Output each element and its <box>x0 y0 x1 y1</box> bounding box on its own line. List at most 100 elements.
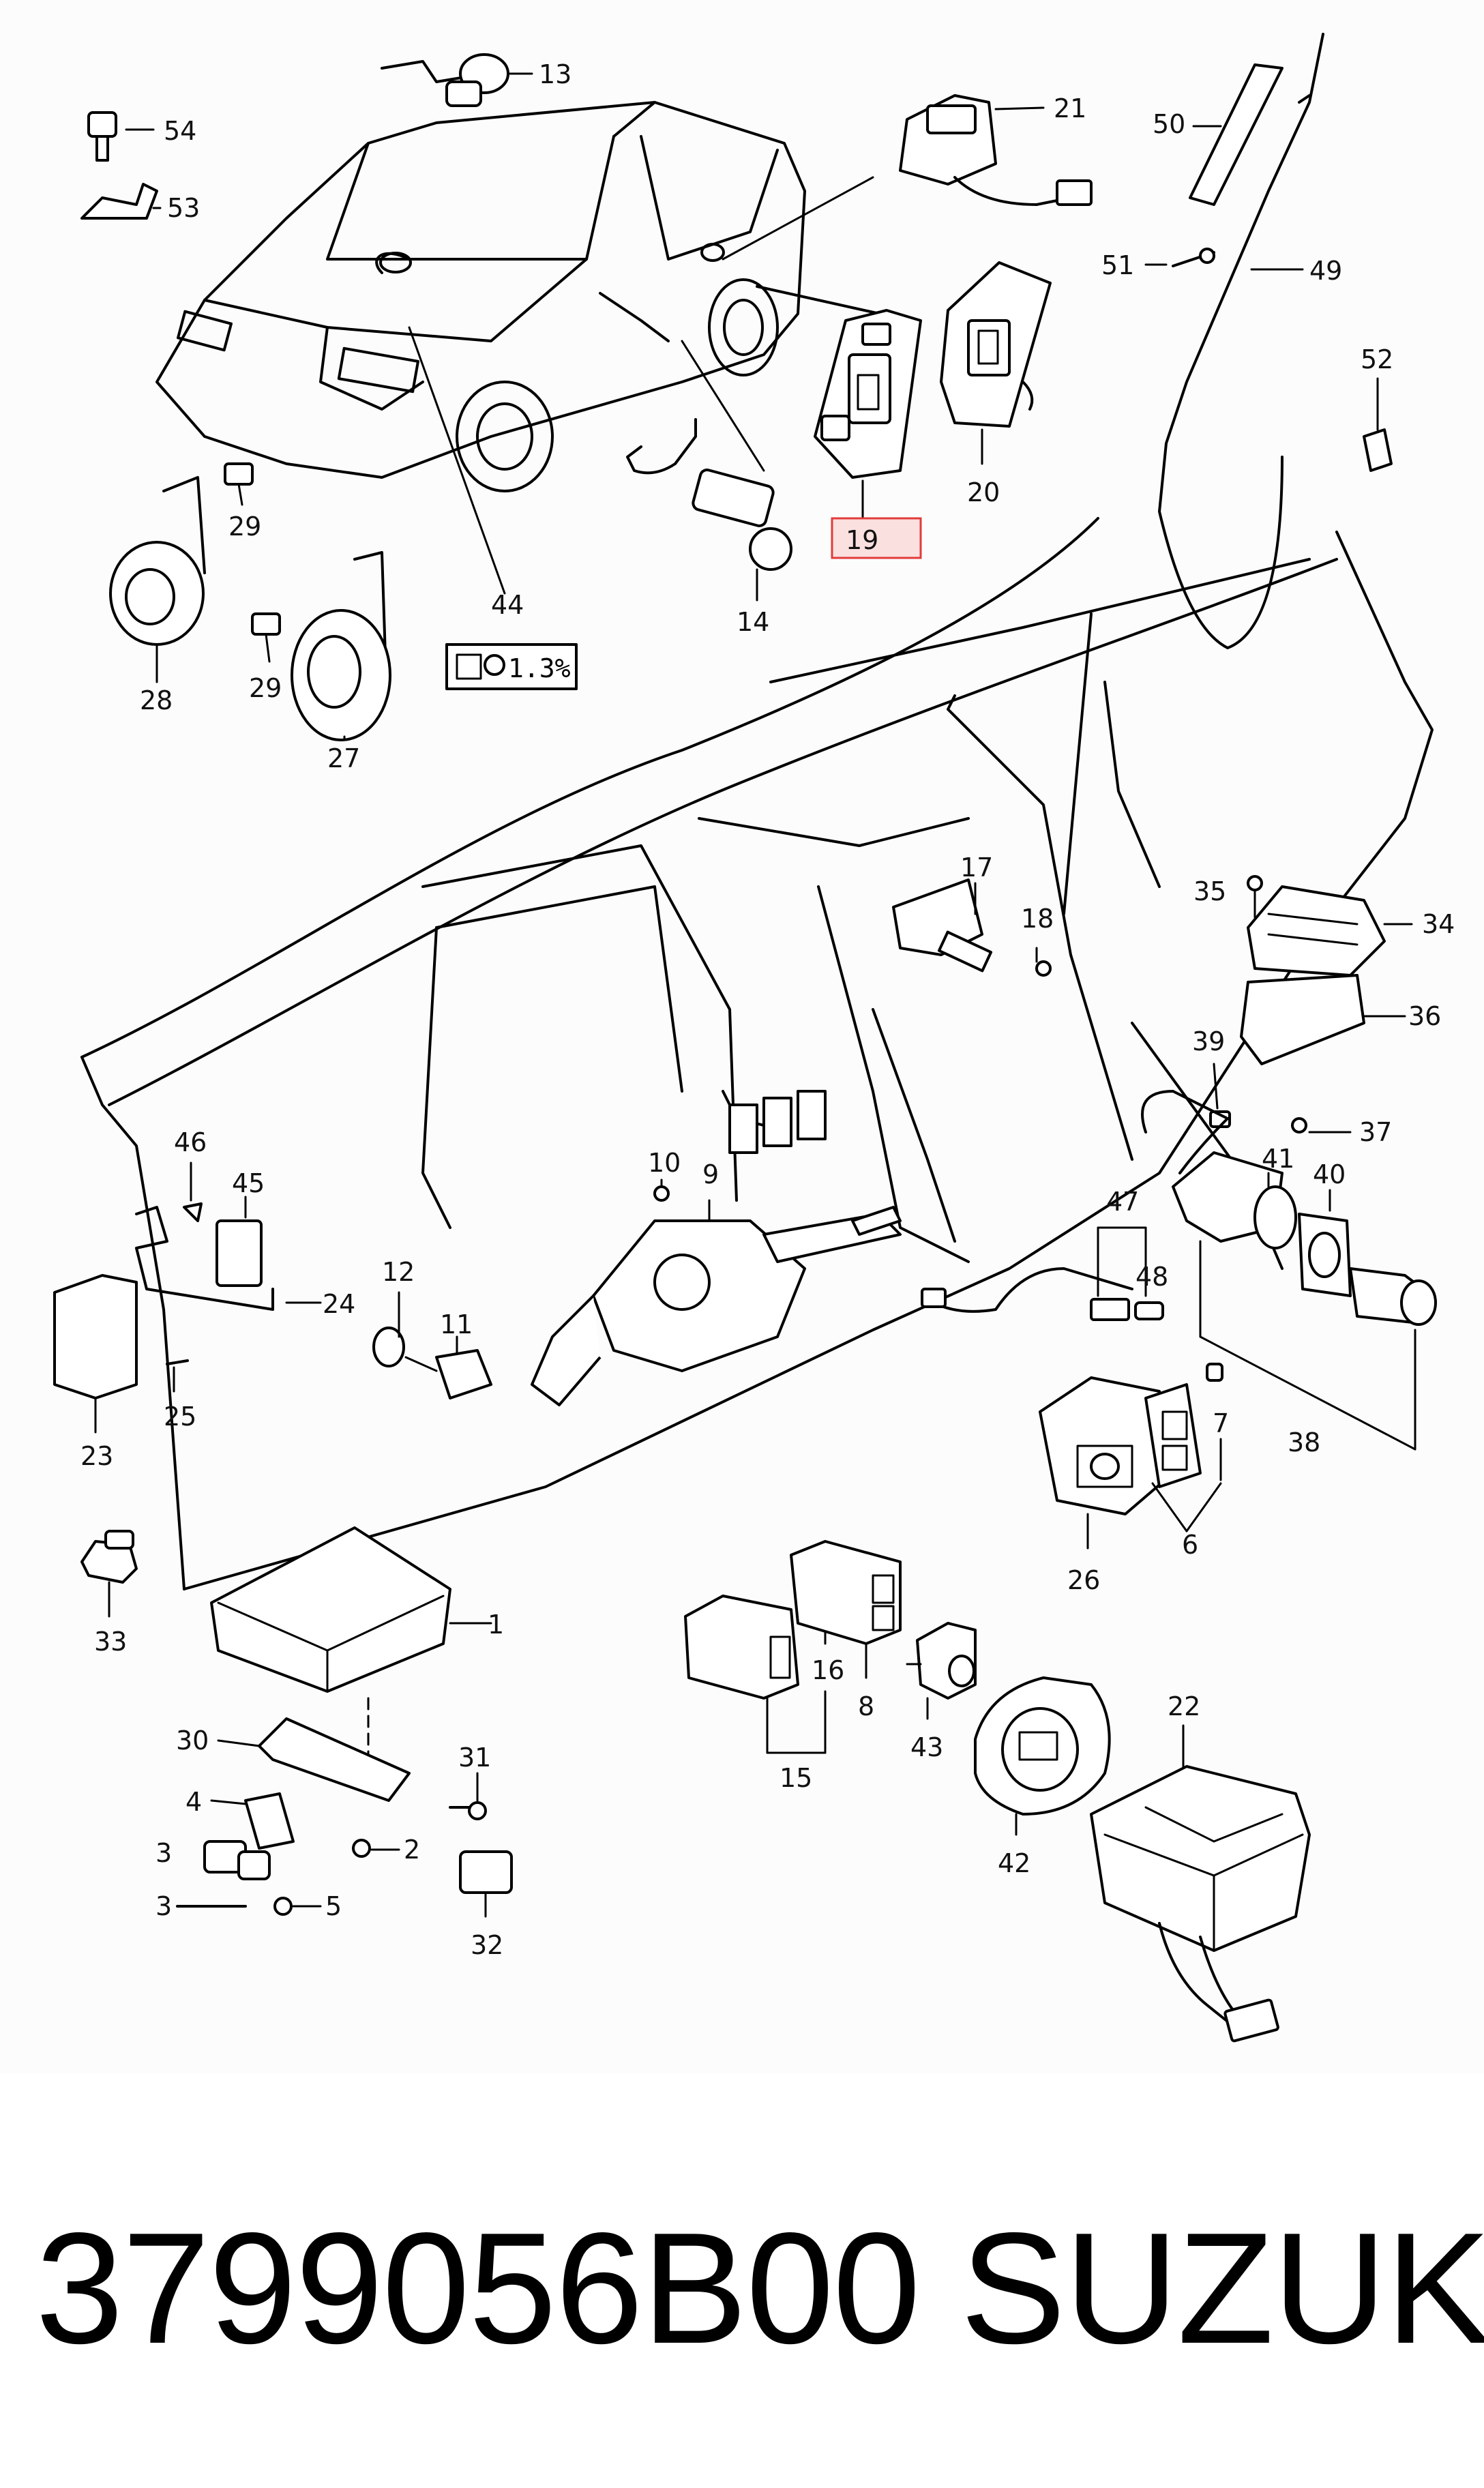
callout-48: 48 <box>1136 1262 1168 1292</box>
part-41-ignition-cylinder <box>1141 1090 1297 1249</box>
part-53-bracket <box>80 183 162 220</box>
callout-38: 38 <box>1288 1427 1320 1457</box>
callout-42: 42 <box>998 1848 1030 1878</box>
part-54-bolt <box>87 111 155 162</box>
callout-53: 53 <box>167 193 200 223</box>
part-1-control-module <box>210 1526 492 1768</box>
leader-44 <box>408 326 506 595</box>
callout-21: 21 <box>1054 93 1086 123</box>
callout-24: 24 <box>323 1289 355 1319</box>
part-48-bulb <box>1134 1301 1164 1320</box>
part-10-screw <box>653 1179 670 1202</box>
callout-16: 16 <box>812 1655 844 1685</box>
part-25-screw <box>166 1359 189 1393</box>
part-35-screw <box>1247 875 1263 919</box>
part-6-switch <box>1144 1383 1222 1532</box>
callout-29-a: 29 <box>228 512 261 542</box>
callout-4: 4 <box>186 1787 202 1817</box>
part-15-switch <box>684 1595 827 1754</box>
part-29-screw-a <box>224 462 254 506</box>
part-24-bracket <box>135 1206 322 1311</box>
callout-5: 5 <box>325 1891 342 1921</box>
callout-18: 18 <box>1021 904 1054 934</box>
part-2-screw <box>352 1839 400 1858</box>
leader-21 <box>722 176 874 261</box>
part-27-horn <box>291 551 391 741</box>
callout-34: 34 <box>1422 909 1455 939</box>
callout-10: 10 <box>648 1148 681 1178</box>
callout-19: 19 <box>846 525 878 555</box>
callout-23: 23 <box>80 1441 113 1471</box>
part-40-gasket <box>1298 1189 1352 1297</box>
part-18-screw <box>1035 947 1052 977</box>
exploded-parts-drawing: 13 54 53 29 28 29 27 <box>53 33 1455 2043</box>
callout-33: 33 <box>94 1627 127 1657</box>
callout-6: 6 <box>1182 1530 1198 1560</box>
part-44-label-panel: 1.3% <box>445 643 578 690</box>
callout-40: 40 <box>1313 1159 1346 1189</box>
footer <box>0 2073 1484 2488</box>
part-13-sensor <box>381 53 533 107</box>
callout-32: 32 <box>471 1930 503 1960</box>
callout-8: 8 <box>858 1691 874 1721</box>
callout-52: 52 <box>1361 344 1393 374</box>
part-50-antenna-mast <box>1189 63 1283 206</box>
callout-2: 2 <box>404 1835 420 1865</box>
part-30-bracket <box>217 1717 411 1802</box>
callout-1: 1 <box>488 1610 504 1640</box>
callout-15: 15 <box>780 1763 812 1793</box>
part-23-module <box>53 1274 138 1434</box>
callout-37: 37 <box>1359 1117 1392 1147</box>
part-52-clip <box>1363 377 1393 472</box>
part-12-bulb-socket <box>372 1291 405 1367</box>
leader-19 <box>756 285 881 315</box>
part-9-combination-switch <box>531 1199 902 1406</box>
part-21-switch <box>899 94 1093 206</box>
part-43-switch <box>906 1622 977 1720</box>
callout-44: 44 <box>491 590 524 620</box>
callout-39: 39 <box>1192 1026 1225 1056</box>
callout-13: 13 <box>539 59 572 89</box>
part-47-harness <box>921 1226 1147 1321</box>
part-36-bracket <box>1240 974 1406 1065</box>
callout-11: 11 <box>440 1309 473 1339</box>
part-37-screw <box>1291 1117 1352 1134</box>
callout-49: 49 <box>1309 256 1342 286</box>
part-38-key-set <box>1199 1240 1437 1451</box>
callout-35: 35 <box>1193 876 1226 906</box>
part-49-antenna-cable <box>1158 33 1324 649</box>
callout-43: 43 <box>910 1732 943 1762</box>
brand-name: SUZUKI <box>960 2200 1484 2377</box>
callout-46: 46 <box>174 1127 207 1157</box>
callout-54: 54 <box>164 116 196 146</box>
callout-51: 51 <box>1101 250 1134 280</box>
part-11-switch <box>404 1335 492 1400</box>
callout-12: 12 <box>382 1257 415 1287</box>
callout-17: 17 <box>960 853 993 883</box>
part-42-control-panel <box>974 1676 1111 1836</box>
callout-3-a: 3 <box>155 1838 172 1868</box>
callout-20: 20 <box>967 477 1000 507</box>
part-32-relay <box>459 1850 513 1918</box>
dash-switch-cluster <box>728 1090 827 1154</box>
callout-45: 45 <box>232 1168 265 1198</box>
vehicle-outline <box>155 101 806 492</box>
callout-25: 25 <box>164 1402 196 1432</box>
callout-50: 50 <box>1153 109 1185 139</box>
callout-31: 31 <box>458 1743 491 1773</box>
label-44-text: 1.3% <box>508 653 571 683</box>
part-17-sensor <box>892 878 993 973</box>
callout-26: 26 <box>1067 1565 1100 1595</box>
callout-30: 30 <box>176 1726 209 1756</box>
part-8-switch <box>790 1540 902 1679</box>
part-4-bracket <box>210 1792 295 1850</box>
part-28-horn <box>109 476 206 683</box>
callout-41: 41 <box>1262 1144 1294 1174</box>
callout-47: 47 <box>1106 1187 1139 1217</box>
part-31-bolt <box>449 1772 487 1820</box>
callout-29-b: 29 <box>249 673 282 703</box>
leader-14 <box>681 340 765 472</box>
callout-36: 36 <box>1408 1001 1441 1031</box>
part-5-screw <box>273 1897 322 1916</box>
callout-3-b: 3 <box>155 1891 172 1921</box>
